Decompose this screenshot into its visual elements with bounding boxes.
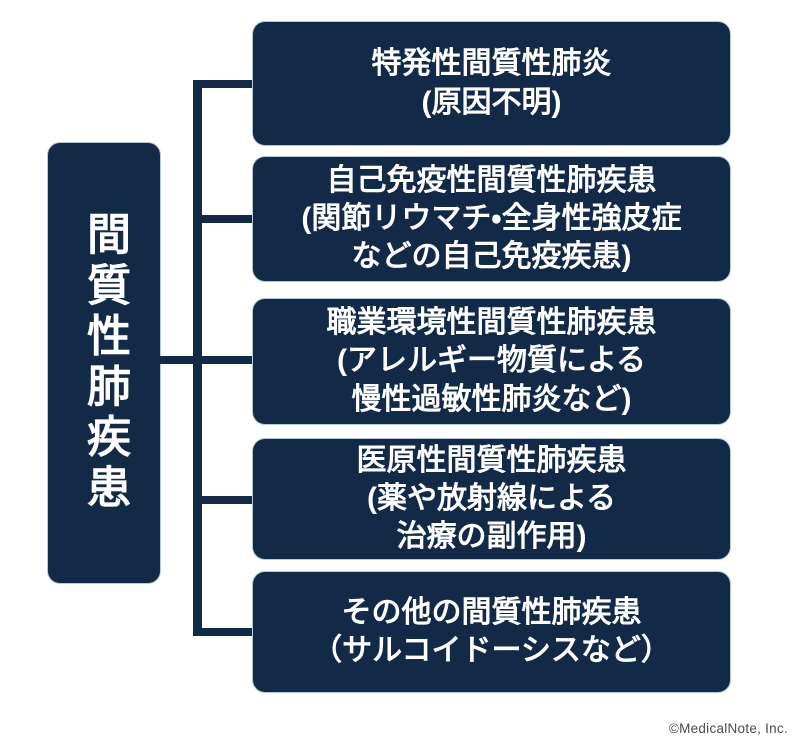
category-note: (アレルギー物質による 慢性過敏性肺炎など) <box>336 344 647 416</box>
category-box-autoimmune: 自己免疫性間質性肺疾患 (関節リウマチ・全身性強皮症 などの自己免疫疾患) <box>253 157 730 281</box>
category-box-other: その他の間質性肺疾患 （サルコイドーシスなど） <box>253 572 730 692</box>
connector-branch-2 <box>193 215 253 223</box>
category-box-iatrogenic: 医原性間質性肺疾患 (薬や放射線による 治療の副作用) <box>253 439 730 559</box>
connector-branch-1 <box>193 80 253 88</box>
category-box-occupational: 職業環境性間質性肺疾患 (アレルギー物質による 慢性過敏性肺炎など) <box>253 299 730 424</box>
category-note: （サルコイドーシスなど） <box>312 634 671 667</box>
root-node-label: 間質性肺疾患 <box>80 211 129 515</box>
category-note: (薬や放射線による 治療の副作用) <box>366 481 617 554</box>
category-title: 特発性間質性肺炎 <box>371 47 612 81</box>
connector-branch-root-3 <box>160 356 253 364</box>
category-note: (関節リウマチ・全身性強皮症 などの自己免疫疾患) <box>301 201 682 274</box>
category-title: 自己免疫性間質性肺疾患 <box>326 163 657 197</box>
category-box-idiopathic: 特発性間質性肺炎 (原因不明) <box>253 22 730 145</box>
copyright-text: ©MedicalNote, Inc. <box>668 721 788 736</box>
connector-branch-4 <box>193 496 253 504</box>
category-title: その他の間質性肺疾患 <box>341 595 642 629</box>
category-title: 医原性間質性肺疾患 <box>356 443 627 477</box>
category-note: (原因不明) <box>421 85 562 119</box>
category-title: 職業環境性間質性肺疾患 <box>326 306 657 340</box>
connector-branch-5 <box>193 628 253 636</box>
root-node-box: 間質性肺疾患 <box>48 143 160 583</box>
